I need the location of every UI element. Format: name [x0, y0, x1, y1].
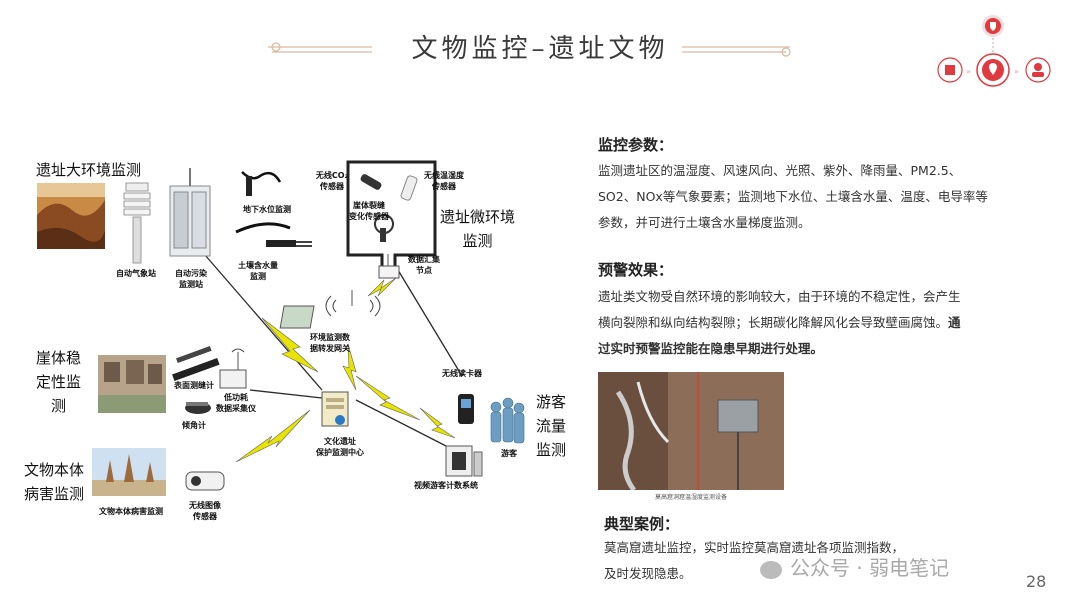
groundwater-label: 地下水位监测: [232, 204, 302, 215]
svg-text:»: »: [966, 67, 971, 76]
params-heading: 监控参数：: [598, 134, 673, 155]
site-photo: [598, 372, 784, 490]
location-pin-icon: [977, 54, 1009, 86]
visitor-counter-device: [446, 446, 482, 476]
visitor-label: 游客流量监测: [536, 390, 566, 462]
crack-sensor-label: 崖体裂缝变化传感器: [346, 200, 392, 222]
groundwater-sensor: [242, 172, 280, 196]
relic-monitor-label: 文物本体病害监测: [86, 506, 176, 517]
nav-icons: » »: [930, 8, 1060, 90]
warning-heading: 预警效果：: [598, 259, 673, 280]
soil-moisture-sensor: [236, 224, 312, 247]
weather-station-label: 自动气象站: [108, 268, 164, 279]
counter-label: 视频游客计数系统: [396, 480, 496, 491]
data-logger-device: [220, 349, 246, 388]
pollution-station-device: [170, 168, 210, 256]
env-big-label: 遗址大环境监测: [36, 158, 141, 182]
warning-text: 遗址类文物受自然环境的影响较大，由于环境的不稳定性，会产生 横向裂隙和纵向结构裂…: [598, 284, 1038, 362]
watermark: 公众号 · 弱电笔记: [760, 552, 949, 581]
user-icon: [1026, 58, 1050, 82]
temp-humidity-label: 无线温湿度传感器: [416, 170, 472, 192]
data-node-label: 数据汇集节点: [402, 254, 446, 276]
case-heading: 典型案例：: [604, 513, 679, 534]
weather-station-device: [124, 183, 150, 263]
micro-env-label: 遗址微环境监测: [440, 205, 515, 253]
shield-icon: [982, 15, 1004, 37]
desert-landscape-image: [37, 183, 105, 249]
document-icon: [938, 58, 962, 82]
wireless-reader-label: 无线读卡器: [438, 368, 486, 379]
surface-meter-label: 表面测缝计: [166, 380, 222, 391]
logger-label: 低功耗数据采集仪: [206, 392, 266, 414]
relic-label: 文物本体病害监测: [24, 458, 84, 506]
inclinometer-label: 倾角计: [176, 420, 212, 431]
cliff-label: 崖体稳定性监测: [36, 346, 81, 418]
monitoring-center-server: [322, 392, 348, 426]
cliff-temple-image: [98, 355, 166, 413]
svg-text:»: »: [1014, 67, 1019, 76]
pagoda-relic-image: [92, 448, 166, 496]
pollution-station-label: 自动污染监测站: [166, 268, 216, 290]
center-label: 文化遗址保护监测中心: [300, 436, 380, 458]
soil-moisture-label: 土壤含水量监测: [230, 260, 286, 282]
wireless-reader-device: [458, 394, 474, 424]
gateway-device: [280, 290, 380, 328]
gateway-label: 环境监测数据转发网关: [300, 332, 360, 354]
wechat-icon: [760, 561, 782, 579]
visitors-figures: [491, 398, 524, 443]
params-text: 监测遗址区的温湿度、风速风向、光照、紫外、降雨量、PM2.5、 SO2、NOx等…: [598, 158, 1038, 236]
visitors-label: 游客: [494, 448, 524, 459]
surface-crack-meter: [172, 346, 219, 381]
camera-device: [186, 472, 224, 490]
photo-caption: 莫高窟洞窟温湿度监测设备: [598, 492, 784, 501]
page-number: 28: [1026, 572, 1046, 591]
camera-label: 无线图像传感器: [180, 500, 230, 522]
